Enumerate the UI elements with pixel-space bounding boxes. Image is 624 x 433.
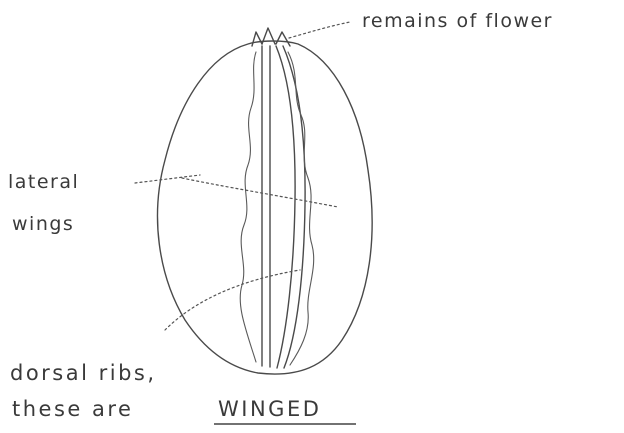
lateral-leader-line-2 bbox=[182, 178, 338, 207]
dorsal-ribs bbox=[262, 46, 305, 368]
remains-leader-line bbox=[289, 22, 350, 38]
label-these-are: these are bbox=[12, 397, 133, 421]
label-remains-of-flower: remains of flower bbox=[362, 10, 553, 32]
label-dorsal-ribs: dorsal ribs, bbox=[10, 361, 157, 385]
label-lateral: lateral bbox=[8, 171, 79, 193]
lateral-wings bbox=[240, 52, 314, 365]
label-winged: WINGED bbox=[218, 397, 321, 421]
fruit-outline bbox=[158, 41, 373, 374]
flower-remains bbox=[252, 28, 290, 46]
lateral-leader-line bbox=[135, 175, 200, 183]
label-wings: wings bbox=[12, 213, 74, 235]
